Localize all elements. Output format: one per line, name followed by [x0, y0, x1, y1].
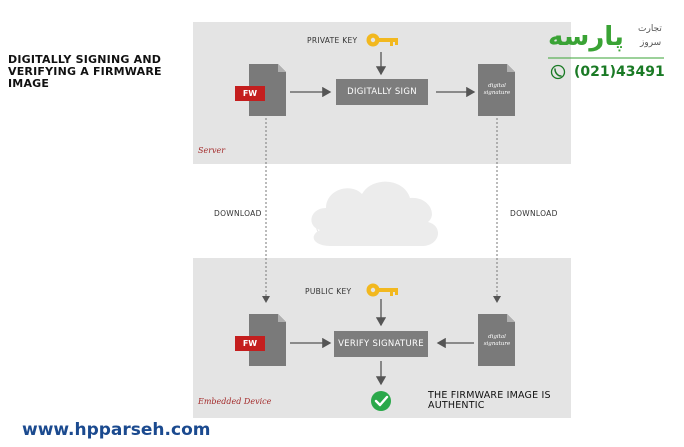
signature-document-icon-device — [478, 314, 515, 366]
fw-document-icon-server — [249, 64, 286, 116]
check-icon — [371, 391, 391, 411]
fw-document-icon-device — [249, 314, 286, 366]
private-key-label: PRIVATE KEY — [307, 36, 358, 45]
brand-phone: (021)43491 — [574, 64, 665, 80]
fw-tag-device: FW — [235, 336, 265, 351]
public-key-label: PUBLIC KEY — [305, 287, 352, 296]
fw-tag-server: FW — [235, 86, 265, 101]
signature-text-server: digital signature — [483, 83, 511, 96]
digitally-sign-box: DIGITALLY SIGN — [336, 79, 428, 105]
download-label-right: DOWNLOAD — [510, 209, 558, 218]
brand-subtitle-1: تجارت — [638, 24, 662, 34]
verify-signature-box: VERIFY SIGNATURE — [334, 331, 428, 357]
server-zone-label: Server — [198, 146, 226, 155]
diagram-title: DIGITALLY SIGNING AND VERIFYING A FIRMWA… — [8, 53, 162, 90]
signature-document-icon-server — [478, 64, 515, 116]
result-text: THE FIRMWARE IMAGE IS AUTHENTIC — [428, 390, 551, 411]
private-key-icon — [366, 33, 398, 47]
brand-logo-name: پارسه — [548, 22, 625, 52]
download-label-left: DOWNLOAD — [214, 209, 262, 218]
website-url[interactable]: www.hpparseh.com — [22, 420, 211, 440]
cloud-icon — [311, 181, 439, 246]
device-zone-label: Embedded Device — [198, 397, 272, 406]
signature-text-device: digital signature — [483, 334, 511, 347]
brand-subtitle-2: سروز — [640, 38, 662, 48]
phone-icon — [550, 64, 566, 80]
public-key-icon — [366, 283, 398, 297]
